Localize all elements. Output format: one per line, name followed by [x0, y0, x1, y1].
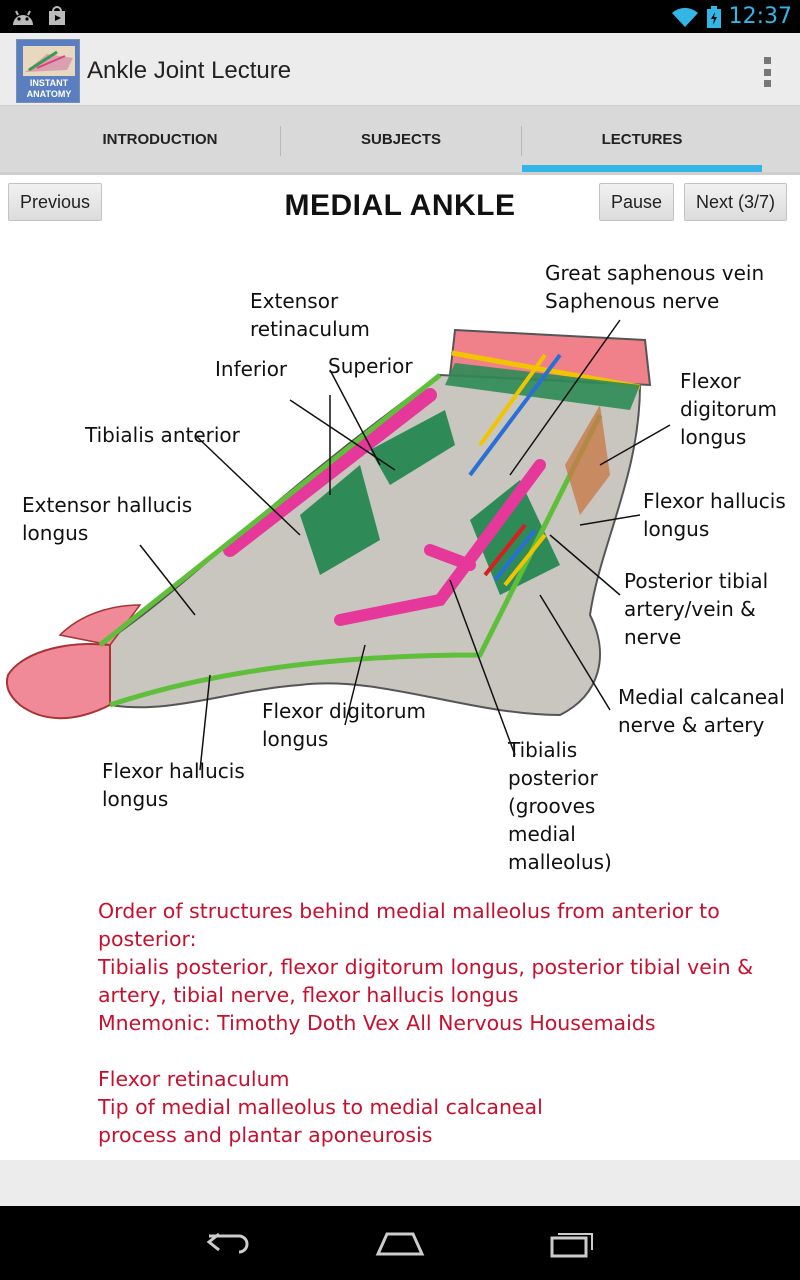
- app-title: Ankle Joint Lecture: [87, 57, 292, 84]
- tab-bar: INTRODUCTION SUBJECTS LECTURES: [0, 105, 800, 172]
- bottom-strip: [0, 1160, 800, 1206]
- note-line: Mnemonic: Timothy Doth Vex All Nervous H…: [98, 1011, 656, 1035]
- label-superior: Superior: [328, 354, 413, 378]
- label-tp-5: malleolus): [508, 850, 612, 874]
- battery-charging-icon: [706, 5, 721, 28]
- recent-apps-icon[interactable]: [548, 1228, 596, 1258]
- leader-lines: [139, 319, 671, 771]
- action-bar: INSTANT ANATOMY Ankle Joint Lecture: [0, 33, 800, 105]
- lecture-notes: Order of structures behind medial malleo…: [98, 897, 768, 1149]
- label-inferior: Inferior: [215, 357, 288, 381]
- previous-button[interactable]: Previous: [8, 183, 103, 221]
- great-saphenous-vein: [468, 353, 562, 477]
- back-icon[interactable]: [205, 1228, 253, 1258]
- extensor-hallucis-tendon: [98, 373, 442, 647]
- tab-selected-indicator: [522, 165, 762, 172]
- pause-button[interactable]: Pause: [599, 183, 675, 221]
- label-ptav-1: Posterior tibial: [624, 569, 768, 593]
- retinaculum-band: [445, 363, 640, 410]
- tab-divider: [521, 126, 522, 156]
- label-great-saphenous-vein: Great saphenous vein: [545, 261, 764, 285]
- lecture-content: Previous MEDIAL ANKLE Pause Next (3/7): [0, 172, 800, 1160]
- note-line: Order of structures behind medial malleo…: [98, 899, 720, 923]
- wifi-icon: [671, 7, 698, 27]
- tab-lectures[interactable]: LECTURES: [601, 131, 683, 148]
- label-tp-3: (grooves: [508, 794, 595, 818]
- tab-divider: [280, 126, 281, 156]
- next-button[interactable]: Next (3/7): [684, 183, 788, 221]
- tab-introduction[interactable]: INTRODUCTION: [102, 131, 218, 148]
- tab-subjects[interactable]: SUBJECTS: [360, 131, 442, 148]
- label-fdl-bottom-1: Flexor digitorum: [262, 699, 426, 723]
- system-nav-bar: [0, 1206, 800, 1280]
- saphenous-nerve: [478, 353, 547, 447]
- label-saphenous-nerve: Saphenous nerve: [545, 289, 719, 313]
- overflow-menu-icon[interactable]: [762, 57, 772, 87]
- note-line: posterior:: [98, 927, 197, 951]
- superior-extensor-retinaculum: [370, 410, 455, 485]
- svg-text:INSTANT: INSTANT: [30, 78, 69, 88]
- status-bar: 12:37: [0, 0, 800, 33]
- label-fhl-right-1: Flexor hallucis: [643, 489, 786, 513]
- label-mcn-2: nerve & artery: [618, 713, 765, 737]
- label-ptav-2: artery/vein &: [624, 597, 756, 621]
- note-spacer: [98, 1037, 768, 1065]
- label-tp-2: posterior: [508, 766, 599, 790]
- label-fdl-top-2: digitorum: [680, 397, 777, 421]
- label-extensor-retinaculum-2: retinaculum: [250, 317, 370, 341]
- label-fdl-top-3: longus: [680, 425, 746, 449]
- label-ehl-2: longus: [22, 521, 88, 545]
- svg-text:ANATOMY: ANATOMY: [27, 89, 72, 99]
- label-mcn-1: Medial calcaneal: [618, 685, 785, 709]
- label-tibialis-anterior: Tibialis anterior: [84, 423, 241, 447]
- fdl-tendon: [334, 459, 546, 626]
- note-line: process and plantar aponeurosis: [98, 1123, 433, 1147]
- label-fhl-right-2: longus: [643, 517, 709, 541]
- toes: [5, 643, 111, 720]
- note-line: Flexor retinaculum: [98, 1067, 290, 1091]
- fhl-tendon: [109, 413, 603, 708]
- flexor-hallucis-muscle: [565, 405, 610, 515]
- label-tp-4: medial: [508, 822, 576, 846]
- label-fhl-bottom-1: Flexor hallucis: [102, 759, 245, 783]
- label-fhl-bottom-2: longus: [102, 787, 168, 811]
- inferior-extensor-retinaculum: [300, 465, 380, 575]
- label-tp-1: Tibialis: [507, 738, 577, 762]
- label-ptav-3: nerve: [624, 625, 681, 649]
- note-line: Tibialis posterior, flexor digitorum lon…: [98, 955, 754, 979]
- play-store-icon: [49, 6, 65, 25]
- label-fdl-bottom-2: longus: [262, 727, 328, 751]
- note-line: Tip of medial malleolus to medial calcan…: [98, 1095, 543, 1119]
- status-clock: 12:37: [728, 4, 792, 29]
- lecture-title: MEDIAL ANKLE: [284, 189, 516, 222]
- tibialis-posterior-tendon: [424, 544, 476, 571]
- android-debug-icon: [13, 10, 33, 25]
- label-fdl-top-1: Flexor: [680, 369, 741, 393]
- label-ehl-1: Extensor hallucis: [22, 493, 192, 517]
- home-icon[interactable]: [375, 1228, 425, 1258]
- label-extensor-retinaculum-1: Extensor: [250, 289, 339, 313]
- app-logo-icon[interactable]: INSTANT ANATOMY: [16, 39, 80, 103]
- note-line: artery, tibial nerve, flexor hallucis lo…: [98, 983, 519, 1007]
- medial-ankle-diagram: Great saphenous vein Saphenous nerve Ext…: [5, 261, 786, 874]
